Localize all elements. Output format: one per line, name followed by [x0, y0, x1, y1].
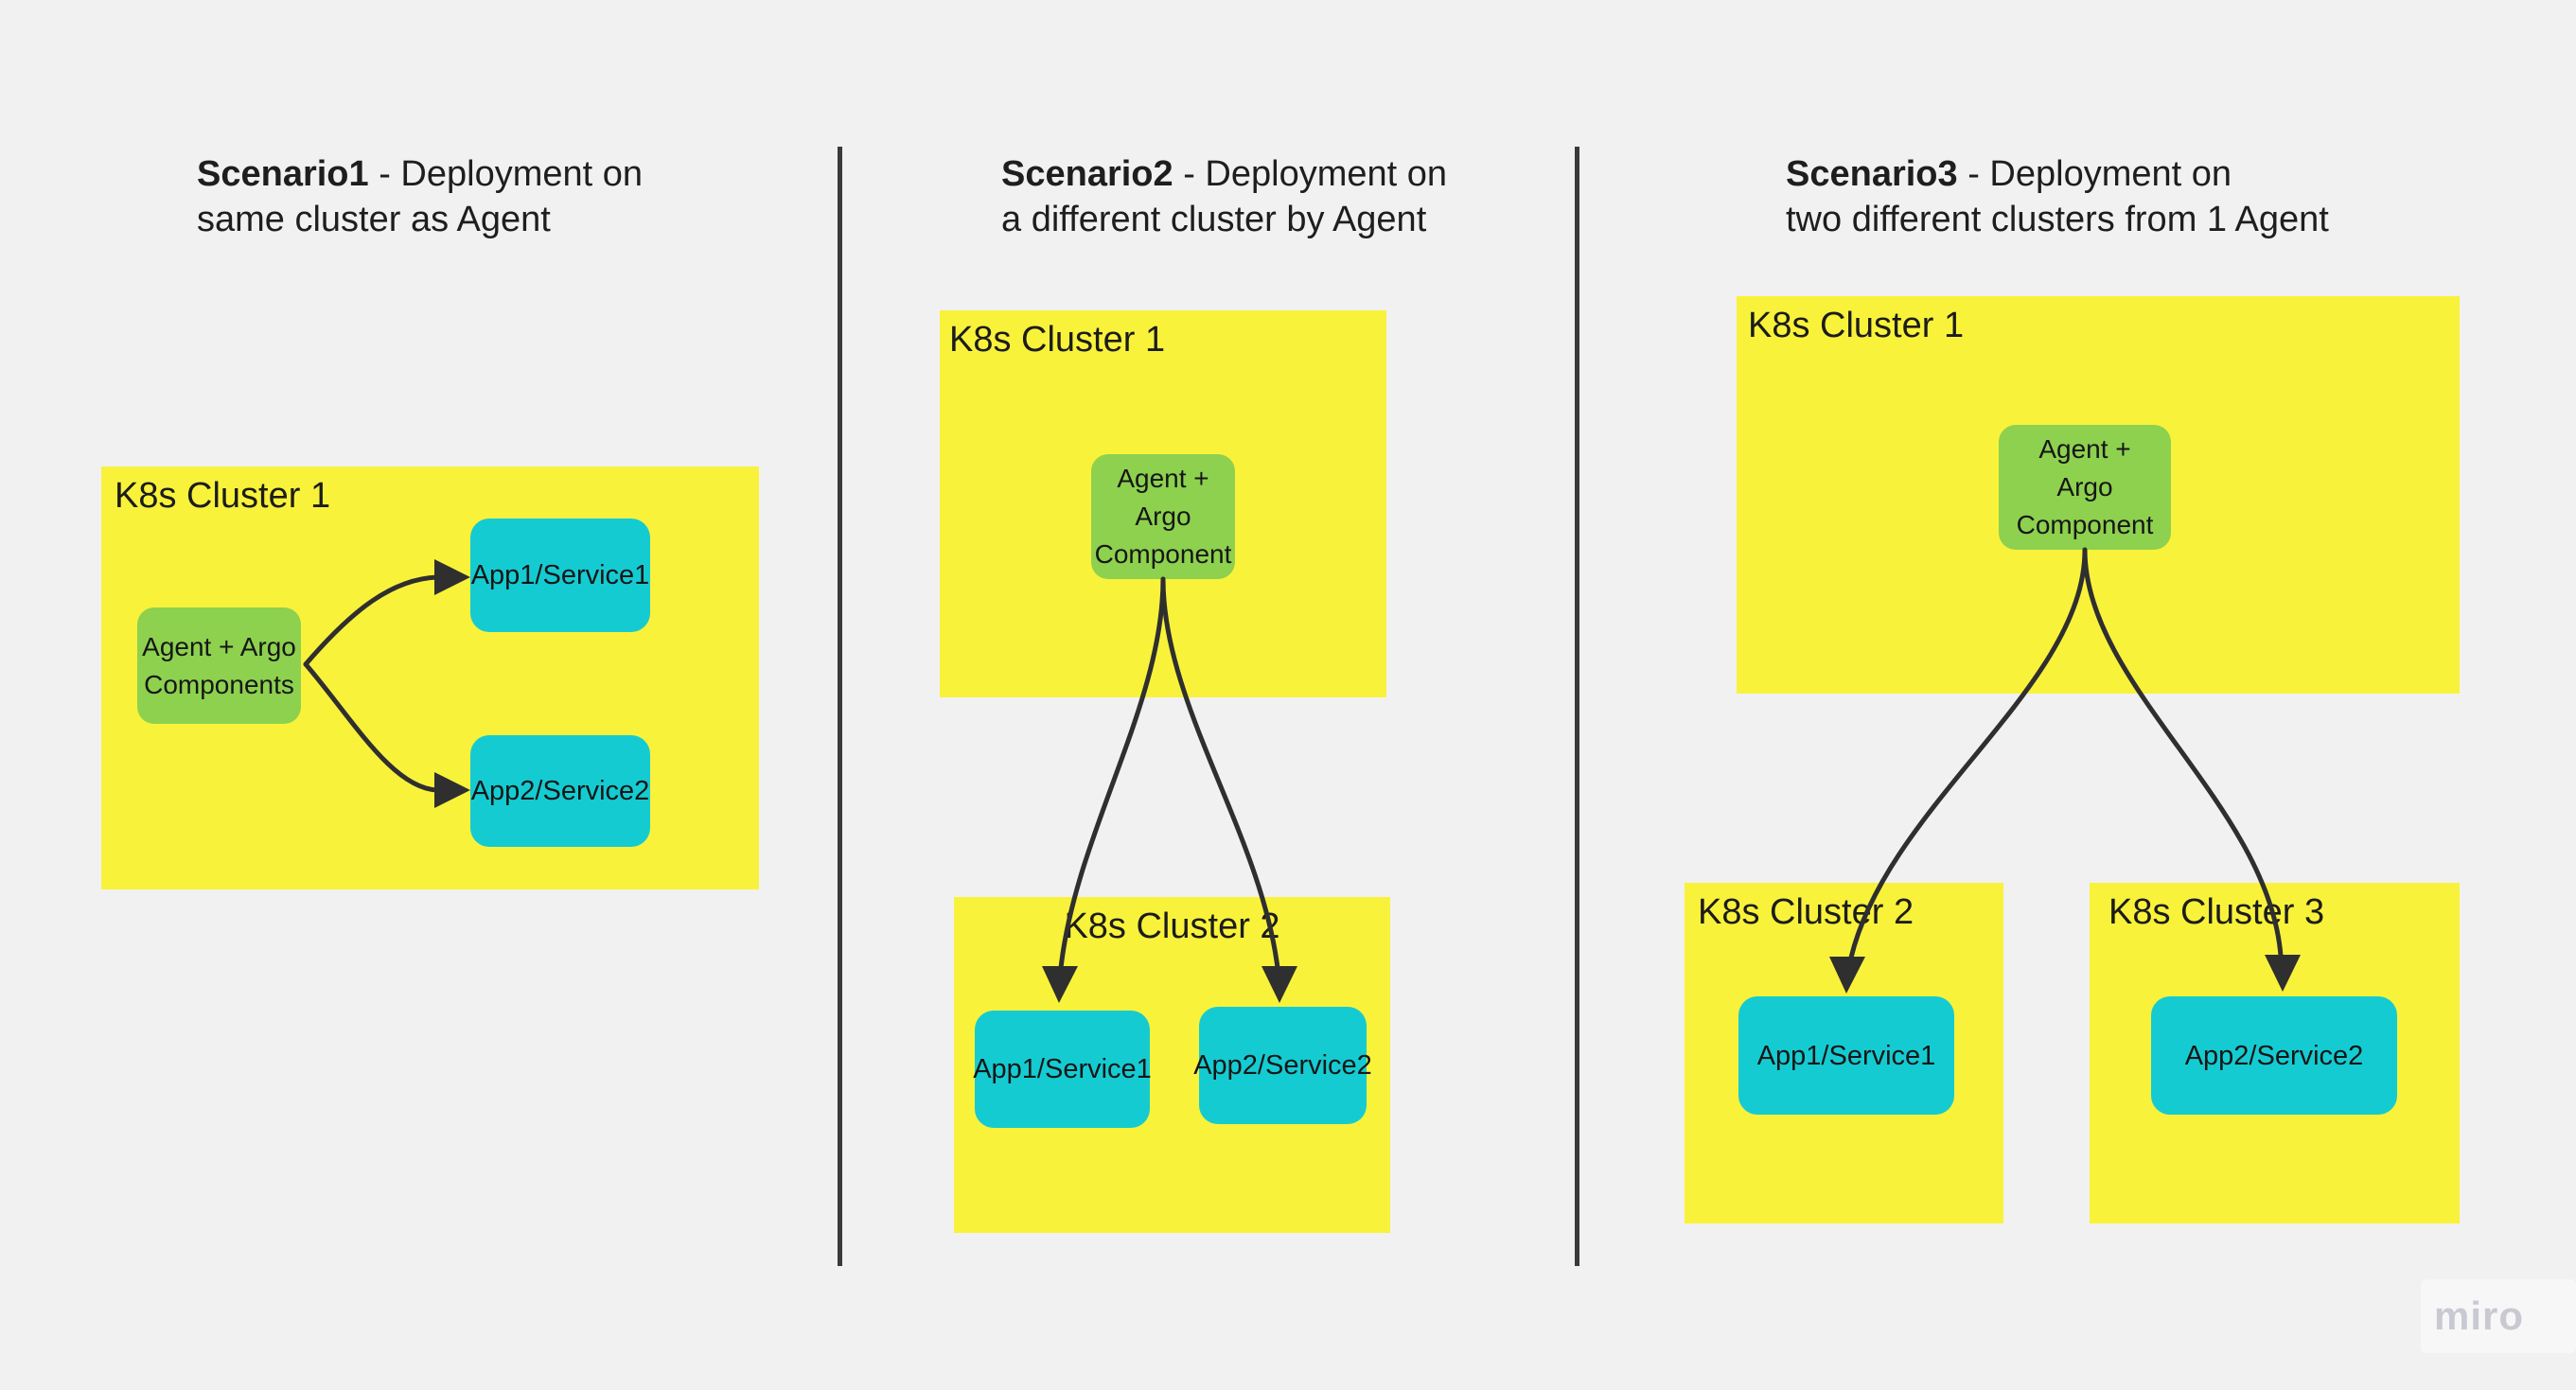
s2-cluster2-label: K8s Cluster 2	[1064, 906, 1280, 946]
s2-cluster1-label: K8s Cluster 1	[949, 320, 1166, 360]
scenario1-title-line2: same cluster as Agent	[197, 200, 551, 239]
s1-cluster1-label: K8s Cluster 1	[115, 476, 331, 516]
s1-agent-node[interactable]: Agent + Argo Components	[137, 607, 301, 724]
scenario1-title[interactable]: Scenario1 - Deployment on same cluster a…	[197, 151, 643, 242]
scenario2-title-rest: - Deployment on	[1173, 154, 1448, 194]
s3-app2-node[interactable]: App2/Service2	[2151, 996, 2397, 1115]
s2-agent-line3: Component	[1094, 539, 1232, 569]
s3-agent-line1: Agent +	[2038, 434, 2131, 464]
s1-app1-label: App1/Service1	[470, 560, 650, 590]
s2-agent-node[interactable]: Agent + Argo Component	[1091, 454, 1235, 579]
scenario2-title-line1: Scenario2 - Deployment on	[1001, 151, 1447, 197]
scenario1-title-bold: Scenario1	[197, 154, 369, 194]
s2-agent-line2: Argo	[1135, 501, 1191, 531]
scenario3-title-bold: Scenario3	[1786, 154, 1958, 194]
s1-agent-line1: Agent + Argo	[142, 631, 296, 661]
s3-agent-line2: Argo	[2056, 472, 2113, 501]
s3-agent-line3: Component	[2016, 510, 2154, 539]
divider-line-2[interactable]	[1575, 147, 1579, 1266]
s2-app1-node[interactable]: App1/Service1	[973, 1011, 1152, 1128]
scenario2-title-line2: a different cluster by Agent	[1001, 200, 1427, 239]
miro-watermark: miro	[2434, 1293, 2525, 1338]
s3-cluster3-label: K8s Cluster 3	[2108, 892, 2325, 932]
s3-app1-node[interactable]: App1/Service1	[1738, 996, 1954, 1115]
watermark-background	[2421, 1279, 2576, 1353]
s1-app2-label: App2/Service2	[470, 776, 650, 806]
s1-app1-node[interactable]: App1/Service1	[470, 519, 650, 632]
s1-agent-line2: Components	[144, 669, 294, 699]
scenario3-title-line2: two different clusters from 1 Agent	[1786, 200, 2329, 239]
s3-app2-label: App2/Service2	[2184, 1040, 2364, 1071]
s1-app2-node[interactable]: App2/Service2	[470, 735, 650, 847]
scenario2-title-bold: Scenario2	[1001, 154, 1173, 194]
scenario3-title[interactable]: Scenario3 - Deployment on two different …	[1786, 151, 2329, 242]
s2-app2-label: App2/Service2	[1193, 1050, 1372, 1081]
s2-app1-label: App1/Service1	[973, 1054, 1152, 1084]
scenario3-title-line1: Scenario3 - Deployment on	[1786, 151, 2329, 197]
s3-app1-label: App1/Service1	[1756, 1040, 1936, 1071]
s2-agent-line1: Agent +	[1117, 464, 1209, 493]
scenario1-title-line1: Scenario1 - Deployment on	[197, 151, 643, 197]
s3-agent-node[interactable]: Agent + Argo Component	[1999, 425, 2171, 550]
s3-cluster2-label: K8s Cluster 2	[1698, 892, 1914, 932]
scenario2-title[interactable]: Scenario2 - Deployment on a different cl…	[1001, 151, 1447, 242]
s3-cluster1-label: K8s Cluster 1	[1748, 306, 1965, 345]
scenario3-title-rest: - Deployment on	[1957, 154, 2232, 194]
s2-app2-node[interactable]: App2/Service2	[1193, 1007, 1372, 1124]
divider-line-1[interactable]	[838, 147, 842, 1266]
scenario1-title-rest: - Deployment on	[368, 154, 644, 194]
